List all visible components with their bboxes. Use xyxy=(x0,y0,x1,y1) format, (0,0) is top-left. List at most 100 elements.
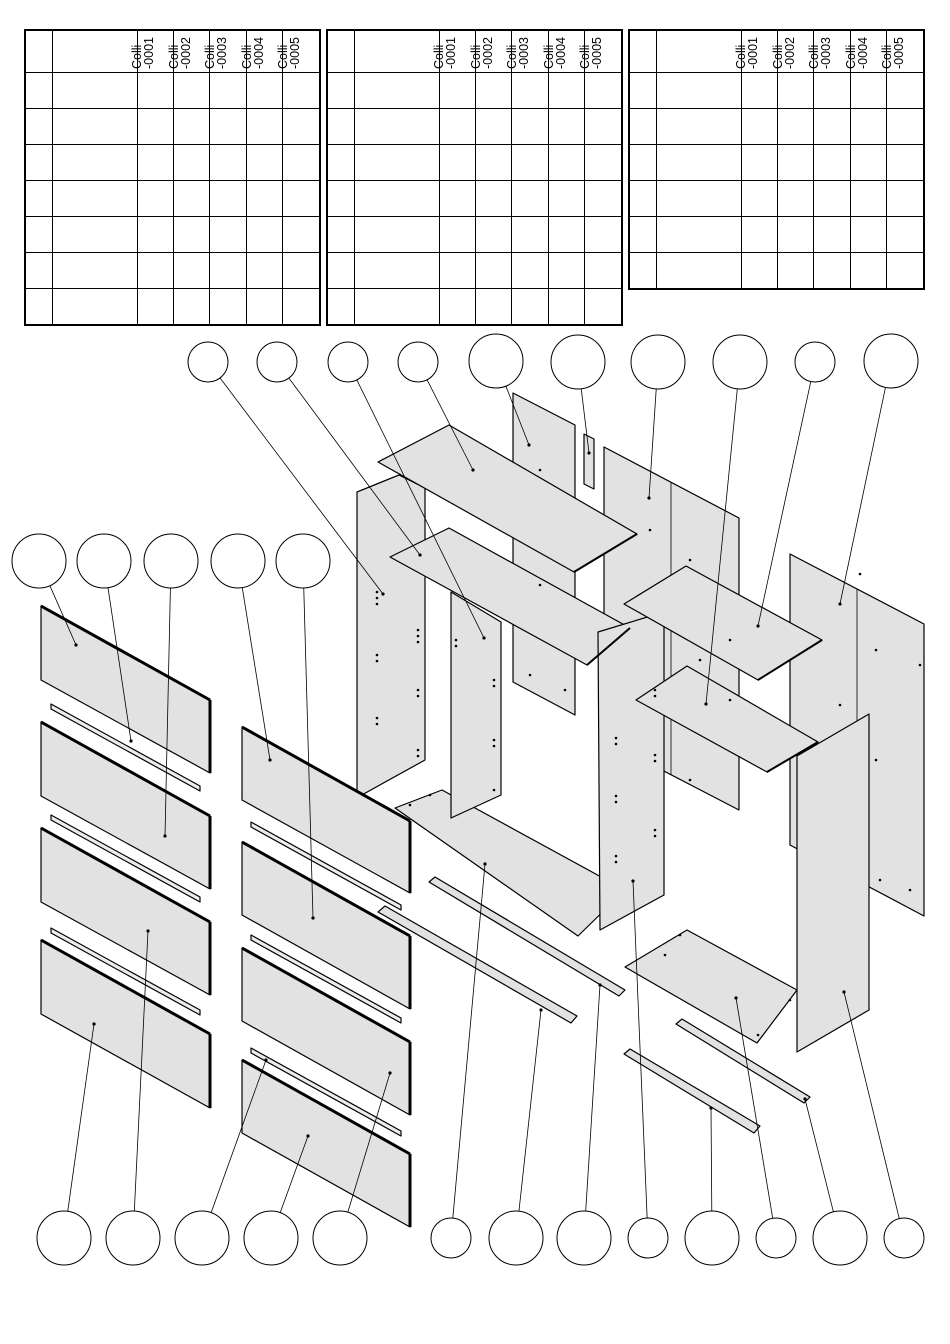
leader-dot xyxy=(311,916,315,920)
callout-circle-15 xyxy=(275,533,331,589)
hardware-hole xyxy=(375,659,379,663)
colli-header-5: Colli-0005 xyxy=(276,29,321,73)
hardware-hole xyxy=(416,634,420,638)
drawer-rail-b1 xyxy=(250,821,402,911)
colli-header-4: Colli-0004 xyxy=(542,29,586,73)
hardware-hole xyxy=(653,694,657,698)
hardware-hole xyxy=(614,800,618,804)
callout-circle-5 xyxy=(468,333,524,389)
hardware-hole xyxy=(375,602,379,606)
table-row xyxy=(326,108,623,145)
hardware-hole xyxy=(375,653,379,657)
callout-circle-28 xyxy=(883,1217,925,1259)
leader-dot xyxy=(74,643,78,647)
leader-dot xyxy=(381,592,385,596)
hardware-hole xyxy=(838,703,842,707)
callout-circle-3 xyxy=(327,341,369,383)
leader-line xyxy=(279,1135,309,1213)
colli-header-3: Colli-0003 xyxy=(203,29,247,73)
leader-dot xyxy=(803,1097,807,1101)
drawer-rail-a3 xyxy=(50,927,201,1016)
hardware-hole xyxy=(408,803,412,807)
drawer-rail-b3 xyxy=(250,1047,402,1137)
leader-dot xyxy=(163,834,167,838)
hardware-hole xyxy=(416,748,420,752)
leader-line xyxy=(288,377,421,556)
plinth-rail-1 xyxy=(428,876,626,997)
hardware-hole xyxy=(858,572,862,576)
leader-dot xyxy=(704,702,708,706)
hardware-hole xyxy=(648,528,652,532)
table-row xyxy=(24,252,321,289)
colli-header-2: Colli-0002 xyxy=(469,29,513,73)
leader-line xyxy=(356,379,485,639)
table-row xyxy=(628,216,925,253)
hardware-hole xyxy=(874,758,878,762)
table-row xyxy=(24,72,321,109)
leader-dot xyxy=(756,624,760,628)
hardware-hole xyxy=(375,590,379,594)
leader-line xyxy=(49,585,77,646)
hardware-hole xyxy=(908,888,912,892)
hardware-hole xyxy=(375,716,379,720)
hardware-hole xyxy=(416,688,420,692)
leader-dot xyxy=(471,468,475,472)
leader-line xyxy=(804,1098,834,1212)
leader-line xyxy=(705,388,738,705)
hardware-hole xyxy=(728,638,732,642)
leader-line xyxy=(241,587,271,761)
leader-line xyxy=(164,587,171,837)
leader-dot xyxy=(268,758,272,762)
right-side-panel-left-carcass xyxy=(597,611,665,931)
hardware-hole xyxy=(614,794,618,798)
leader-line xyxy=(632,880,648,1219)
table-row xyxy=(326,72,623,109)
colli-header-5: Colli-0005 xyxy=(880,29,925,73)
leader-dot xyxy=(146,929,150,933)
leader-line xyxy=(133,930,149,1212)
hardware-hole xyxy=(663,953,667,957)
table-row xyxy=(628,72,925,109)
callout-circle-6 xyxy=(550,334,606,390)
callout-circle-16 xyxy=(36,1210,92,1266)
back-strip xyxy=(583,433,595,490)
hardware-hole xyxy=(878,878,882,882)
hardware-hole xyxy=(538,468,542,472)
callout-circle-12 xyxy=(76,533,132,589)
leader-dot xyxy=(838,602,842,606)
colli-header-4: Colli-0004 xyxy=(240,29,284,73)
drawer-rail-a1 xyxy=(50,703,201,792)
middle-divider-panel xyxy=(450,591,502,819)
carcass-bottom-right xyxy=(624,929,798,1044)
callout-circle-1 xyxy=(187,341,229,383)
leader-dot xyxy=(598,983,602,987)
leader-dot xyxy=(647,496,651,500)
leader-line xyxy=(585,984,601,1212)
callout-circle-18 xyxy=(174,1210,230,1266)
hardware-hole xyxy=(428,793,432,797)
leader-dot xyxy=(539,1008,543,1012)
carcass-bottom-left xyxy=(394,789,626,937)
hardware-hole xyxy=(454,644,458,648)
table-row xyxy=(24,144,321,181)
hardware-hole xyxy=(614,736,618,740)
leader-line xyxy=(648,388,657,499)
leader-line xyxy=(219,377,384,595)
callout-circle-23 xyxy=(556,1210,612,1266)
leader-line xyxy=(67,1023,95,1212)
hardware-hole xyxy=(688,778,692,782)
leader-dot xyxy=(264,1058,268,1062)
hardware-hole xyxy=(375,596,379,600)
callout-circle-17 xyxy=(105,1210,161,1266)
leader-line xyxy=(843,991,900,1219)
hardware-hole xyxy=(492,744,496,748)
hardware-hole xyxy=(614,742,618,746)
hardware-hole xyxy=(688,558,692,562)
leader-line xyxy=(735,997,774,1219)
leader-dot xyxy=(527,443,531,447)
table-row xyxy=(628,252,925,290)
leader-dot xyxy=(734,996,738,1000)
hardware-hole xyxy=(454,638,458,642)
